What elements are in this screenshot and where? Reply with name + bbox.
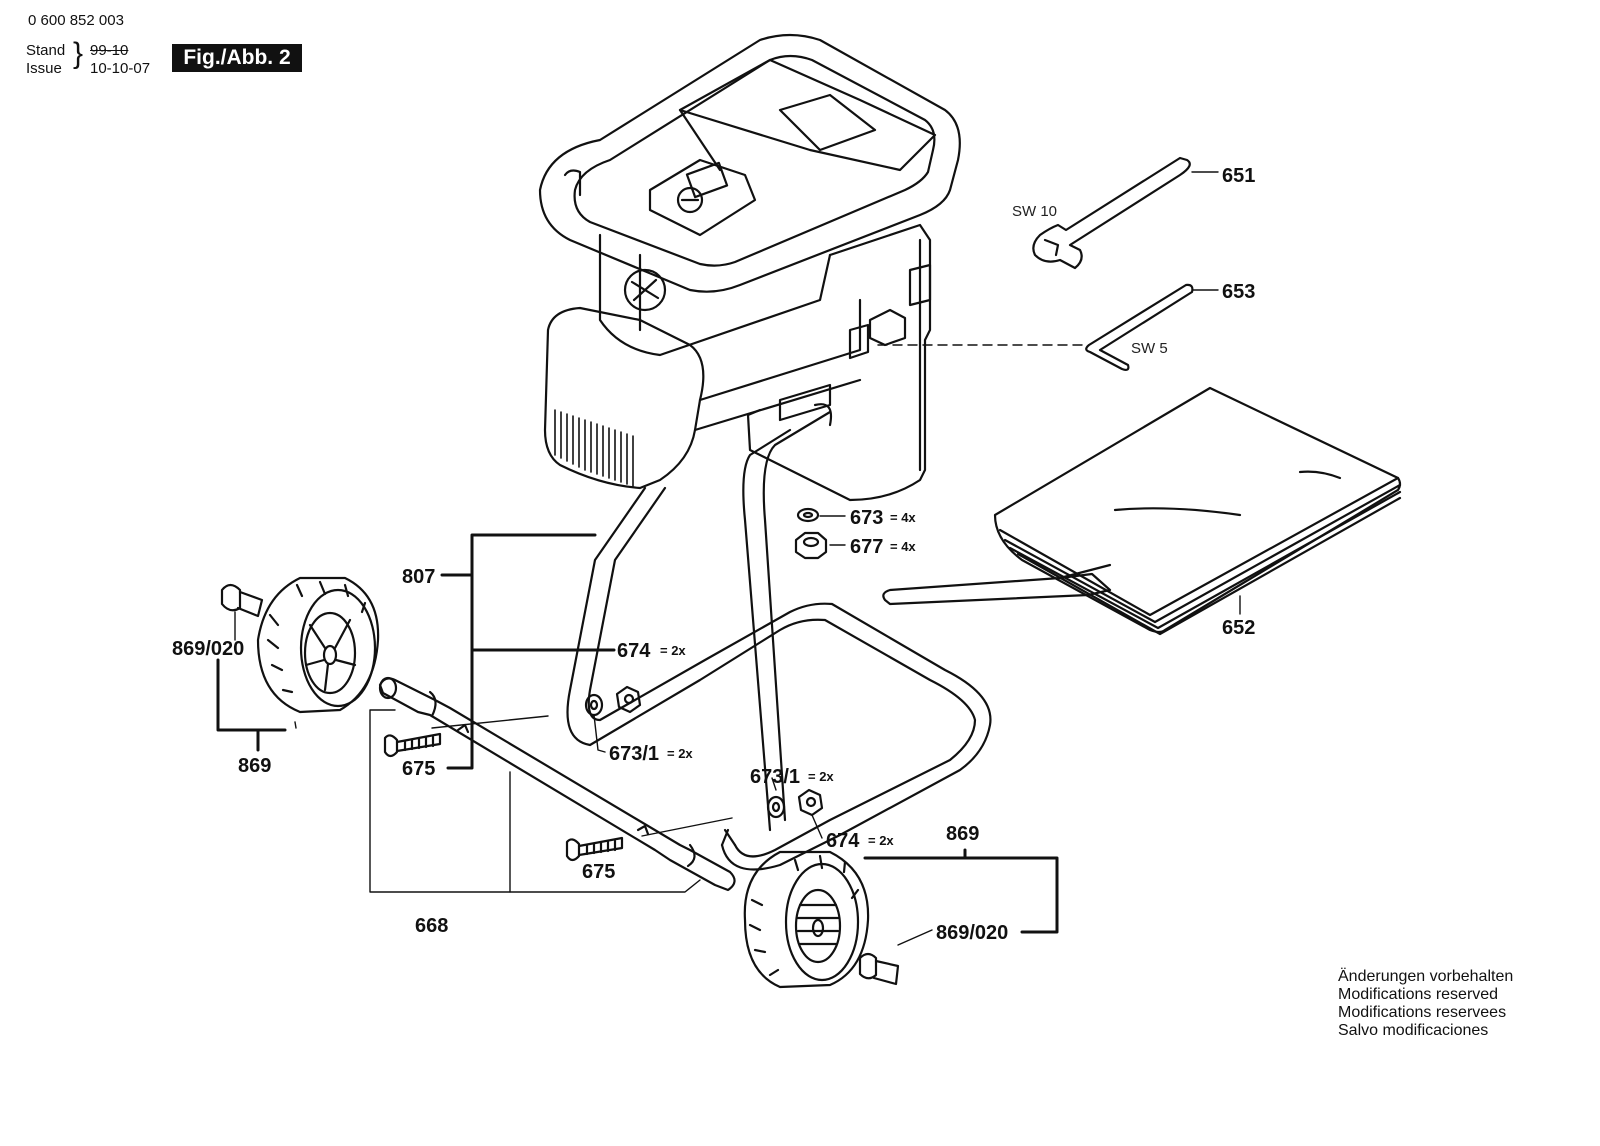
issue-date: 10-10-07 <box>90 60 151 77</box>
label-807: 807 <box>402 566 435 588</box>
qty-674: = 2x <box>660 643 686 658</box>
label-668: 668 <box>415 915 448 937</box>
brace-icon: } <box>73 37 84 70</box>
shredder-body <box>538 33 961 502</box>
doc-number: 0 600 852 003 <box>28 12 124 29</box>
qty-673: = 4x <box>890 510 916 525</box>
label-674-b: 674 <box>826 830 860 852</box>
label-651: 651 <box>1222 165 1255 187</box>
notice-line: Änderungen vorbehalten <box>1338 968 1514 985</box>
label-673-1-b: 673/1 <box>750 766 800 788</box>
notice-line: Modifications reserved <box>1338 986 1499 1003</box>
notice-line: Salvo modificaciones <box>1338 1022 1489 1039</box>
qty-673-1: = 2x <box>667 746 693 761</box>
label-675: 675 <box>402 758 435 780</box>
label-869-020: 869/020 <box>172 638 244 660</box>
wheel-icon <box>256 576 870 989</box>
nut-icon <box>615 531 828 817</box>
modifications-notice: Änderungen vorbehalten Modifications res… <box>1338 968 1513 1040</box>
label-673: 673 <box>850 507 883 529</box>
stand-old-date: 99-10 <box>90 42 129 59</box>
label-869-020-b: 869/020 <box>936 922 1008 944</box>
hex-key-icon <box>1085 283 1194 371</box>
label-653: 653 <box>1222 281 1255 303</box>
axle-icon <box>378 676 736 892</box>
label-869: 869 <box>238 755 271 777</box>
bracket-lines <box>216 533 1059 934</box>
label-sw10: SW 10 <box>1012 203 1057 220</box>
manual-book-icon <box>882 386 1402 636</box>
label-673-1: 673/1 <box>609 743 659 765</box>
qty-677: = 4x <box>890 539 916 554</box>
wrench-icon <box>1032 156 1191 270</box>
notice-line: Modifications reservees <box>1338 1004 1507 1021</box>
screw-icon <box>220 583 900 986</box>
qty-674-b: = 2x <box>868 833 894 848</box>
label-652: 652 <box>1222 617 1255 639</box>
figure-label: Fig./Abb. 2 <box>172 44 302 72</box>
qty-673-1-b: = 2x <box>808 769 834 784</box>
frame-tube <box>566 403 992 871</box>
leader-lines <box>234 171 1241 946</box>
washer-icon <box>584 507 820 819</box>
issue-label: Issue <box>26 60 62 77</box>
stand-label: Stand <box>26 42 66 59</box>
label-sw5: SW 5 <box>1131 340 1168 357</box>
label-869-b: 869 <box>946 823 979 845</box>
label-674: 674 <box>617 640 651 662</box>
label-675-b: 675 <box>582 861 615 883</box>
label-677: 677 <box>850 536 883 558</box>
